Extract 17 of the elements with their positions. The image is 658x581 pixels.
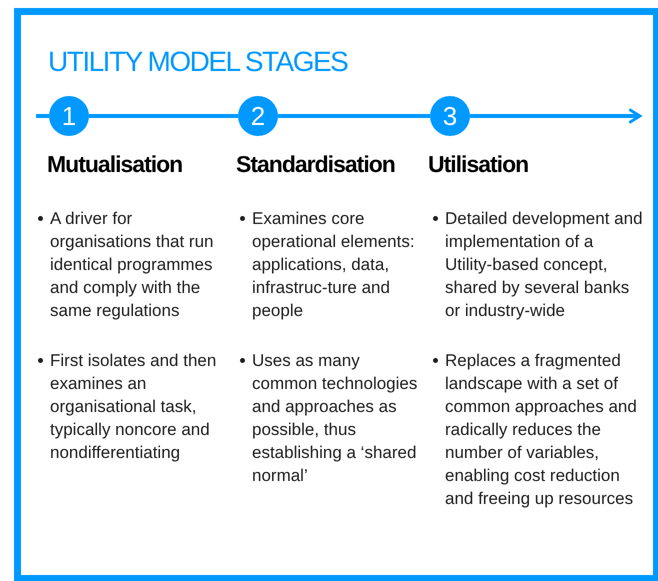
diagram-title: UTILITY MODEL STAGES — [48, 46, 348, 78]
stage-number-circle: 1 — [49, 96, 89, 136]
bullet-text: First isolates and then examines an organisational task, typically noncore and nondifferentiating — [50, 350, 218, 464]
stage-heading: Standardisation — [236, 151, 395, 178]
stage-heading: Mutualisation — [47, 151, 182, 178]
bullet-text: Examines core operational elements: applications, data, infrastruc-ture and people — [252, 208, 416, 322]
stage-number-circle: 2 — [238, 96, 278, 136]
timeline-line — [278, 114, 430, 118]
timeline-line — [36, 114, 49, 118]
bullet-text: Detailed development and implementation of a Utility-based concept, shared by several banks or industry-wide — [445, 208, 644, 322]
timeline-line — [89, 114, 238, 118]
bullet-text: Uses as many common technologies and approaches as possible, thus establishing a ‘shared normal’ — [252, 350, 418, 487]
stage-heading: Utilisation — [428, 151, 528, 178]
stage-number-circle: 3 — [430, 96, 470, 136]
bullet-text: Replaces a fragmented landscape with a set of common approaches and radically reduces the number of variables, enabling cost reduction and freeing up resources — [445, 350, 638, 510]
bullet-text: A driver for organisations that run identical programmes and comply with the same regulations — [50, 208, 214, 322]
timeline-arrow — [470, 108, 641, 124]
